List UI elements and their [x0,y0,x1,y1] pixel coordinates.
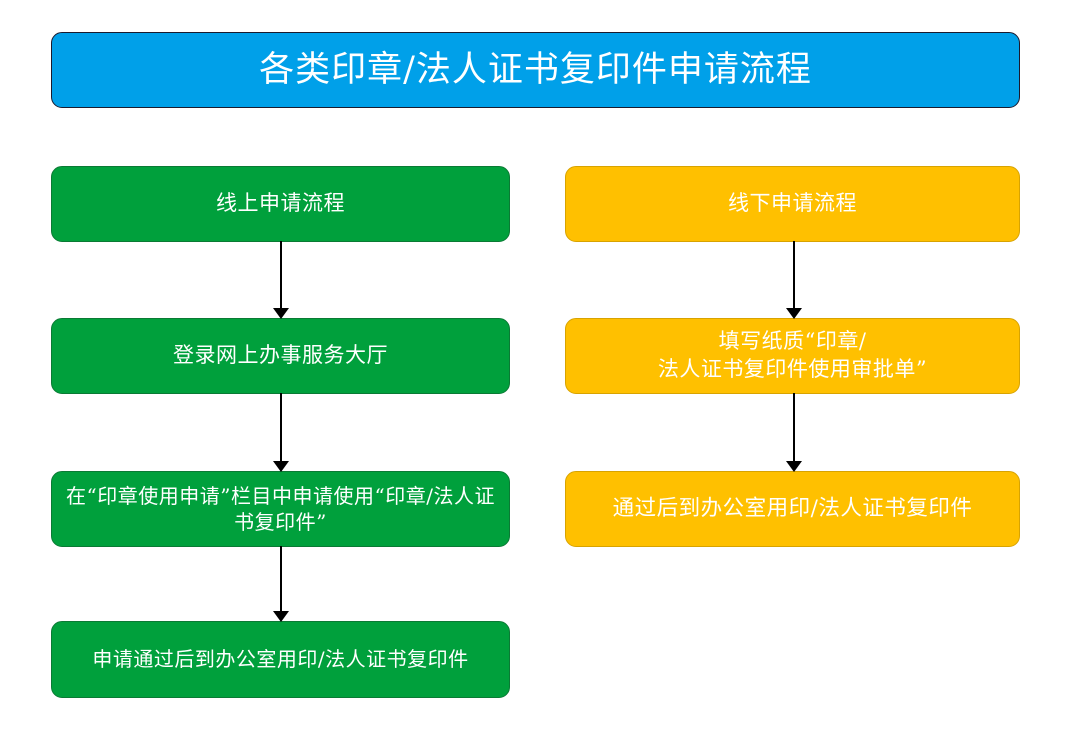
connector-shaft [280,546,282,611]
connector-shaft [280,241,282,308]
connector-arrow-online-2-3 [270,393,292,472]
connector-arrow-offline-1-2 [783,241,805,319]
node-offline-header[interactable]: 线下申请流程 [565,166,1020,242]
node-offline-step-form[interactable]: 填写纸质“印章/ 法人证书复印件使用审批单” [565,318,1020,394]
node-online-step-collect[interactable]: 申请通过后到办公室用印/法人证书复印件 [51,621,510,698]
connector-shaft [280,393,282,461]
connector-shaft [793,393,795,461]
connector-arrow-offline-2-3 [783,393,805,472]
flowchart-title-banner: 各类印章/法人证书复印件申请流程 [51,32,1020,108]
node-online-step-apply[interactable]: 在“印章使用申请”栏目中申请使用“印章/法人证书复印件” [51,471,510,547]
node-online-step-login[interactable]: 登录网上办事服务大厅 [51,318,510,394]
node-online-header[interactable]: 线上申请流程 [51,166,510,242]
node-offline-step-collect[interactable]: 通过后到办公室用印/法人证书复印件 [565,471,1020,547]
connector-shaft [793,241,795,308]
connector-arrow-online-1-2 [270,241,292,319]
connector-arrow-online-3-4 [270,546,292,622]
